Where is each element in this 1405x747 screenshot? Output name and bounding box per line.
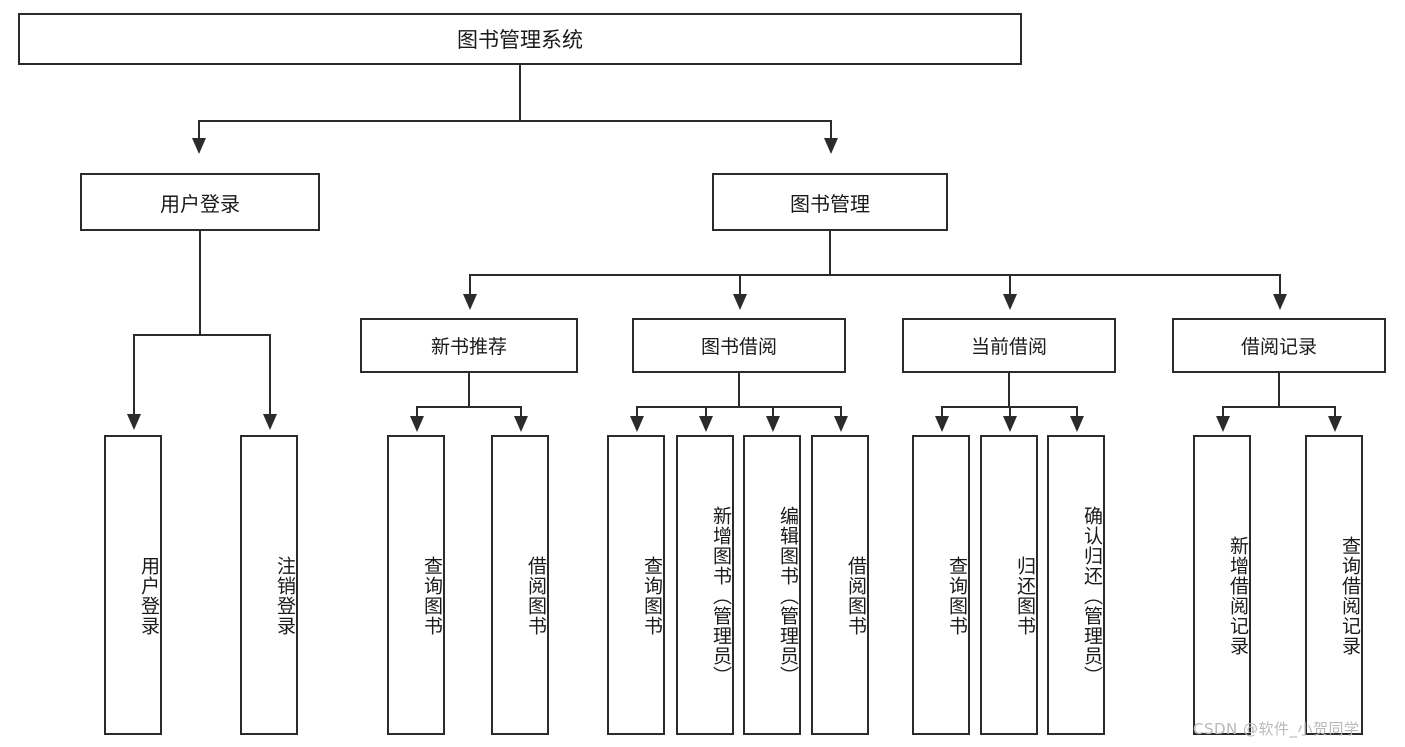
arrow-to-leaf-add-record <box>1216 416 1230 432</box>
leaf-label: 新增借阅记录 <box>1227 536 1249 656</box>
connector-borrow-stem <box>738 373 740 408</box>
leaf-label: 编辑图书（管理员） <box>777 506 799 686</box>
leaf-label: 借阅图书 <box>845 556 867 636</box>
connector-user-login-drop-1 <box>133 334 135 416</box>
connector-record-stem <box>1278 373 1280 408</box>
connector-recommend-drop-2 <box>520 406 522 418</box>
connector-borrow-drop-3 <box>772 406 774 418</box>
arrow-to-leaf-query-book-2 <box>630 416 644 432</box>
node-borrow-record[interactable]: 借阅记录 <box>1172 318 1386 373</box>
leaf-label: 查询借阅记录 <box>1339 536 1361 656</box>
arrow-to-leaf-return-book <box>1003 416 1017 432</box>
connector-book-management-stem <box>829 231 831 276</box>
leaf-label: 查询图书 <box>641 556 663 636</box>
node-root-system[interactable]: 图书管理系统 <box>18 13 1022 65</box>
arrow-to-new-book-recommend <box>463 294 477 310</box>
arrow-to-current-borrow <box>1003 294 1017 310</box>
connector-recommend-drop-1 <box>416 406 418 418</box>
connector-record-bar <box>1222 406 1336 408</box>
watermark-text: CSDN @软件_小贺同学 <box>1193 720 1360 738</box>
leaf-label: 用户登录 <box>138 556 160 636</box>
node-label: 新书推荐 <box>430 336 507 358</box>
leaf-edit-book-admin[interactable]: 编辑图书（管理员） <box>743 435 801 735</box>
connector-borrow-bar <box>636 406 842 408</box>
leaf-label: 借阅图书 <box>525 556 547 636</box>
connector-user-login-stem <box>199 231 201 336</box>
arrow-to-leaf-query-record <box>1328 416 1342 432</box>
arrow-to-leaf-borrow-book-1 <box>514 416 528 432</box>
leaf-return-book[interactable]: 归还图书 <box>980 435 1038 735</box>
arrow-to-book-management <box>824 138 838 154</box>
node-book-borrow[interactable]: 图书借阅 <box>632 318 846 373</box>
node-current-borrow[interactable]: 当前借阅 <box>902 318 1116 373</box>
arrow-to-leaf-add-book <box>699 416 713 432</box>
arrow-to-leaf-query-book-1 <box>410 416 424 432</box>
arrow-to-leaf-confirm-return <box>1070 416 1084 432</box>
connector-level2-drop-right <box>830 120 832 140</box>
connector-current-drop-3 <box>1076 406 1078 418</box>
node-label: 借阅记录 <box>1240 336 1317 358</box>
connector-record-drop-2 <box>1334 406 1336 418</box>
connector-user-login-bar <box>133 334 271 336</box>
connector-borrow-drop-1 <box>636 406 638 418</box>
arrow-to-leaf-edit-book <box>766 416 780 432</box>
connector-borrow-drop-4 <box>840 406 842 418</box>
node-label: 图书管理系统 <box>457 28 583 52</box>
connector-recommend-bar <box>416 406 522 408</box>
connector-level3-drop-4 <box>1279 274 1281 296</box>
connector-root-stem <box>519 65 521 121</box>
leaf-label: 新增图书（管理员） <box>710 506 732 686</box>
arrow-to-leaf-query-book-3 <box>935 416 949 432</box>
leaf-label: 查询图书 <box>946 556 968 636</box>
leaf-query-borrow-record[interactable]: 查询借阅记录 <box>1305 435 1363 735</box>
node-new-book-recommend[interactable]: 新书推荐 <box>360 318 578 373</box>
leaf-confirm-return-admin[interactable]: 确认归还（管理员） <box>1047 435 1105 735</box>
connector-level2-drop-left <box>198 120 200 140</box>
leaf-query-book-borrow[interactable]: 查询图书 <box>607 435 665 735</box>
leaf-query-book-recommend[interactable]: 查询图书 <box>387 435 445 735</box>
arrow-to-borrow-record <box>1273 294 1287 310</box>
arrow-to-book-borrow <box>733 294 747 310</box>
connector-current-stem <box>1008 373 1010 408</box>
leaf-logout[interactable]: 注销登录 <box>240 435 298 735</box>
node-label: 用户登录 <box>160 191 240 216</box>
leaf-label: 查询图书 <box>421 556 443 636</box>
connector-level3-bar <box>469 274 1281 276</box>
node-user-login[interactable]: 用户登录 <box>80 173 320 231</box>
arrow-to-leaf-borrow-book-2 <box>834 416 848 432</box>
node-label: 图书借阅 <box>700 336 777 358</box>
leaf-label: 归还图书 <box>1014 556 1036 636</box>
leaf-borrow-book-recommend[interactable]: 借阅图书 <box>491 435 549 735</box>
arrow-to-user-login <box>192 138 206 154</box>
node-label: 当前借阅 <box>970 336 1047 358</box>
leaf-user-login[interactable]: 用户登录 <box>104 435 162 735</box>
connector-current-drop-2 <box>1009 406 1011 418</box>
arrow-to-leaf-logout <box>263 414 277 430</box>
connector-user-login-drop-2 <box>269 334 271 416</box>
connector-current-drop-1 <box>941 406 943 418</box>
connector-level3-drop-3 <box>1009 274 1011 296</box>
leaf-query-book-current[interactable]: 查询图书 <box>912 435 970 735</box>
leaf-label: 注销登录 <box>274 556 296 636</box>
connector-level2-bar <box>198 120 832 122</box>
leaf-add-book-admin[interactable]: 新增图书（管理员） <box>676 435 734 735</box>
arrow-to-leaf-user-login <box>127 414 141 430</box>
leaf-add-borrow-record[interactable]: 新增借阅记录 <box>1193 435 1251 735</box>
connector-level3-drop-1 <box>469 274 471 296</box>
leaf-label: 确认归还（管理员） <box>1081 506 1103 686</box>
leaf-borrow-book[interactable]: 借阅图书 <box>811 435 869 735</box>
connector-borrow-drop-2 <box>705 406 707 418</box>
connector-level3-drop-2 <box>739 274 741 296</box>
node-label: 图书管理 <box>790 191 870 216</box>
node-book-management[interactable]: 图书管理 <box>712 173 948 231</box>
connector-record-drop-1 <box>1222 406 1224 418</box>
connector-recommend-stem <box>468 373 470 408</box>
